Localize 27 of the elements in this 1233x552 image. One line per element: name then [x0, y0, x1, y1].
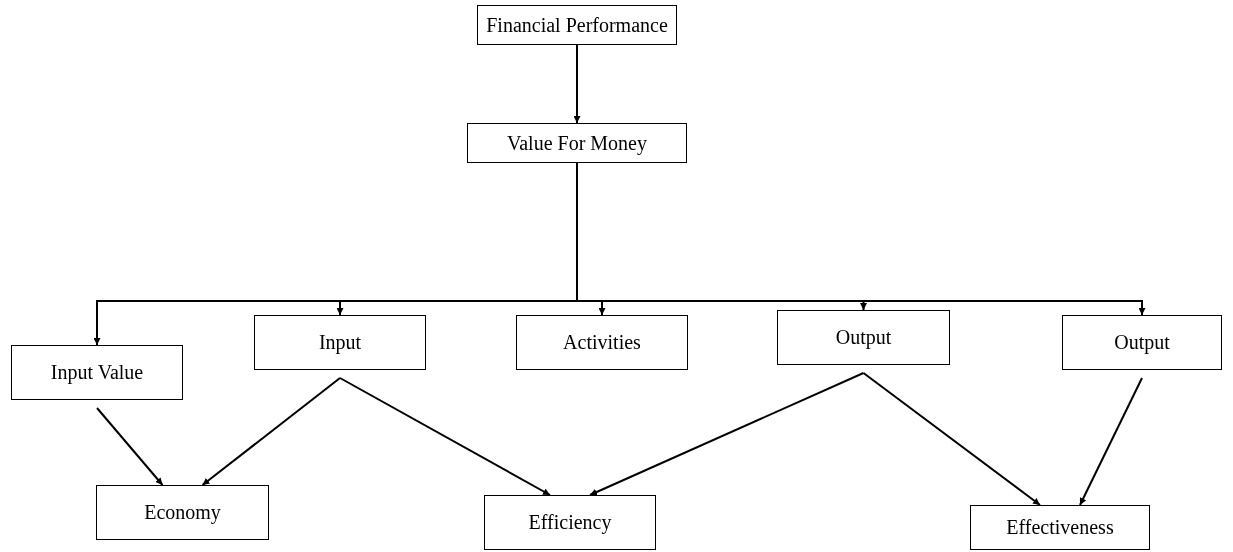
arrow [589, 372, 865, 496]
arrow [862, 372, 1041, 506]
box-label: Economy [144, 500, 221, 525]
process-box [970, 505, 1150, 550]
box-label: Effectiveness [1006, 515, 1114, 540]
box-label: Output [1114, 330, 1170, 355]
process-box [777, 310, 950, 365]
process-box [484, 495, 656, 550]
arrow [96, 407, 164, 486]
process-box [1062, 315, 1222, 370]
box-label: Input [318, 330, 362, 355]
arrow [573, 44, 581, 124]
box-label: Input Value [50, 360, 144, 385]
process-box [254, 315, 426, 370]
process-box [11, 345, 183, 400]
box-label: Efficiency [528, 510, 612, 535]
process-box [96, 485, 269, 540]
arrow [1079, 377, 1143, 506]
box-label: Value For Money [507, 130, 647, 156]
process-box [477, 5, 677, 45]
arrow [201, 377, 341, 486]
box-label: Activities [563, 330, 641, 355]
box-label: Output [835, 325, 892, 350]
arrow [339, 377, 551, 496]
process-box [516, 315, 688, 370]
process-box [467, 123, 687, 163]
box-label: Financial Performance [486, 12, 668, 38]
